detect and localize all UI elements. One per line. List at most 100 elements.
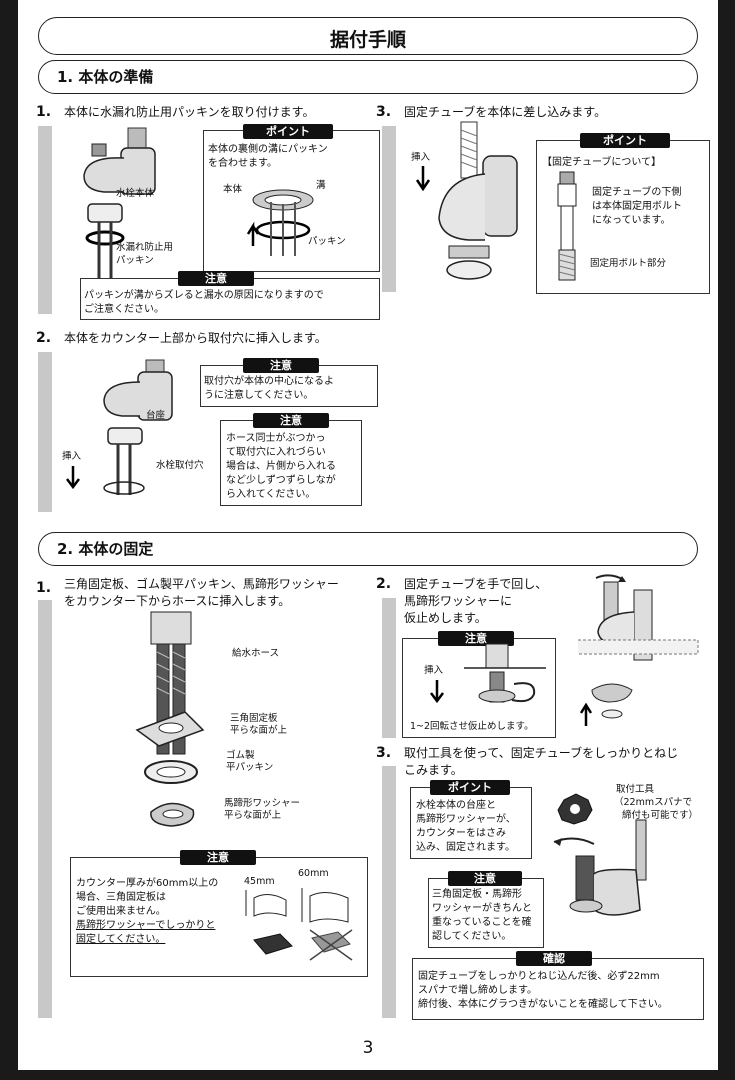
- s1-step1-point-tag: ポイント: [243, 124, 333, 139]
- s1-step1-number: 1.: [36, 104, 52, 120]
- section1-title: 1. 本体の準備: [57, 68, 154, 86]
- label-washer-flat: 平らな面が上: [224, 810, 282, 821]
- s2-step2-caution-tag: 注意: [438, 631, 514, 646]
- s2-step2-bar: [382, 598, 396, 738]
- s2-step3-bar: [382, 766, 396, 1018]
- arrow-down-icon: [430, 680, 444, 704]
- s2-step3-caution-3: 重なっていることを確: [432, 917, 532, 928]
- s1-step1-point-text-1: 本体の裏側の溝にパッキン: [208, 144, 328, 155]
- s1-step2-text: 本体をカウンター上部から取付穴に挿入します。: [64, 331, 327, 345]
- confirm-tag: 確認: [516, 951, 592, 966]
- label-packing-small: パッキン: [308, 236, 346, 247]
- s2-step3-point-1: 水栓本体の台座と: [416, 800, 496, 811]
- s2-step3-caution-tag: 注意: [448, 871, 522, 886]
- label-rubber-packing: 平パッキン: [226, 762, 274, 773]
- fixing-tube-illustration: [557, 171, 577, 281]
- s2-step3-caution-4: 認してください。: [432, 931, 512, 942]
- s2-step3-point-4: 込み、固定されます。: [416, 842, 515, 853]
- s2-step1-caution-1: カウンター厚みが60mm以上の: [76, 878, 219, 889]
- tool-label-2: （22mmスパナで: [614, 797, 693, 808]
- label-packing-2: パッキン: [116, 255, 154, 266]
- tool-tightening-illustration: [553, 793, 647, 916]
- dim-60mm: 60mm: [298, 868, 329, 879]
- s2-step3-point-2: 馬蹄形ワッシャーが、: [416, 814, 516, 825]
- s1-step3-number: 3.: [376, 104, 392, 120]
- s2-step2-text-2: 馬蹄形ワッシャーに: [404, 594, 513, 608]
- arrow-down-icon: [66, 466, 80, 490]
- s2-step2-number: 2.: [376, 576, 392, 592]
- s1-step1-text: 本体に水漏れ防止用パッキンを取り付けます。: [64, 105, 315, 119]
- faucet-insert-illustration: [103, 359, 173, 495]
- faucet-counter-illustration: [578, 574, 699, 726]
- s1-step1-bar: [38, 126, 52, 314]
- label-washer: 馬蹄形ワッシャー: [224, 798, 301, 809]
- s2-step1-number: 1.: [36, 580, 52, 596]
- s1-step3-point-3: になっています。: [592, 215, 671, 226]
- s1-step3-point-2: は本体固定用ボルト: [592, 201, 682, 212]
- title-banner: 据付手順: [38, 17, 698, 55]
- section2-header: 2. 本体の固定: [38, 532, 698, 566]
- manual-page: 据付手順 1. 本体の準備 1. 本体に水漏れ防止用パッキンを取り付けます。 水…: [18, 0, 718, 1070]
- tube-insert-illustration: [438, 121, 518, 280]
- label-insert-s2s2: 挿入: [424, 665, 444, 676]
- label-groove: 溝: [316, 180, 326, 191]
- s1-step2-caution2-3: 場合は、片側から入れる: [226, 461, 336, 472]
- s2-step2-caution-text: 1~2回転させ仮止めします。: [410, 721, 534, 732]
- s2-step3-caution-1: 三角固定板・馬蹄形: [432, 889, 522, 900]
- s2-step3-point-3: カウンターをはさみ: [416, 828, 506, 839]
- label-insert-s1s3: 挿入: [411, 152, 431, 163]
- s1-step1-point-text-2: を合わせます。: [208, 158, 277, 169]
- label-bolt-part: 固定用ボルト部分: [590, 258, 667, 269]
- s1-step2-caution2-box: [220, 420, 362, 506]
- label-rubber: ゴム製: [226, 750, 255, 761]
- s2-step3-number: 3.: [376, 745, 392, 761]
- tool-label-1: 取付工具: [616, 784, 655, 795]
- s1-step2-caution2-1: ホース同士がぶつかっ: [226, 433, 326, 444]
- label-insert-s1s2: 挿入: [62, 451, 82, 462]
- label-hole: 水栓取付穴: [156, 460, 204, 471]
- s1-step2-bar: [38, 352, 52, 512]
- confirm-box: [412, 958, 704, 1020]
- page-title: 据付手順: [329, 29, 406, 51]
- tube-turn-illustration: [464, 643, 546, 703]
- label-base: 台座: [146, 410, 166, 421]
- s1-step2-caution2-4: など少しずつずらしなが: [226, 475, 336, 486]
- s2-step1-text-2: をカウンター下からホースに挿入します。: [64, 594, 291, 608]
- label-packing-1: 水漏れ防止用: [116, 242, 174, 253]
- s2-step2-text-3: 仮止めします。: [404, 611, 487, 625]
- tool-label-3: 締付も可能です）: [622, 810, 699, 821]
- s1-step2-caution1-1: 取付穴が本体の中心になるよ: [204, 376, 334, 387]
- confirm-3: 締付後、本体にグラつきがないことを確認して下さい。: [418, 999, 668, 1010]
- s1-step1-caution-1: パッキンが溝からズレると漏水の原因になりますので: [84, 290, 324, 301]
- s1-step2-number: 2.: [36, 330, 52, 346]
- label-faucet-body: 水栓本体: [116, 188, 155, 199]
- dim-45mm: 45mm: [244, 876, 275, 887]
- s2-step3-text-2: こみます。: [404, 763, 463, 777]
- s2-step3-caution-2: ワッシャーがきちんと: [432, 903, 532, 914]
- s1-step1-caution-2: ご注意ください。: [84, 304, 164, 315]
- s1-step3-point-tag: ポイント: [580, 133, 670, 148]
- hose-parts-illustration: [135, 611, 205, 827]
- confirm-1: 固定チューブをしっかりとねじ込んだ後、必ず22mm: [418, 971, 660, 982]
- s2-step1-caution-3: ご使用出来ません。: [76, 906, 166, 917]
- s1-step2-caution2-tag: 注意: [253, 413, 329, 428]
- s1-step2-caution2-2: て取付穴に入れづらい: [226, 447, 326, 458]
- s2-step3-point-tag: ポイント: [430, 780, 510, 795]
- s2-step1-caution-tag: 注意: [180, 850, 256, 865]
- s1-step2-caution1-2: うに注意してください。: [204, 390, 314, 401]
- s1-step3-text: 固定チューブを本体に差し込みます。: [404, 105, 607, 119]
- confirm-2: スパナで増し締めします。: [418, 985, 537, 996]
- page-number: 3: [362, 1038, 374, 1058]
- s2-step3-text-1: 取付工具を使って、固定チューブをしっかりとねじ: [404, 746, 679, 760]
- label-triangle-flat: 平らな面が上: [230, 725, 288, 736]
- s2-step2-text-1: 固定チューブを手で回し、: [404, 577, 548, 591]
- s2-step1-caution-5: 固定してください。: [76, 934, 166, 945]
- faucet-body-illustration: [83, 127, 156, 278]
- thickness-illustration: [245, 888, 353, 961]
- section2-title: 2. 本体の固定: [57, 540, 154, 558]
- arrow-down-icon: [415, 166, 431, 192]
- s1-step1-caution-tag: 注意: [178, 271, 254, 286]
- s2-step1-bar: [38, 600, 52, 1018]
- s1-step2-caution1-tag: 注意: [243, 358, 319, 373]
- s1-step2-caution2-5: ら入れてください。: [226, 489, 316, 500]
